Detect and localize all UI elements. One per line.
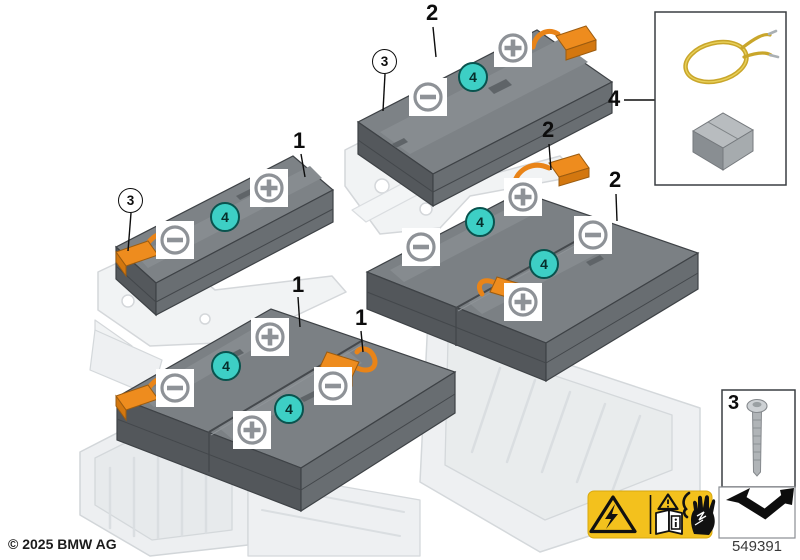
direction-arrow-icon: [726, 488, 794, 520]
module-marker-label: 4: [476, 214, 484, 230]
callout-1-pair-bottom-b: 1: [355, 305, 368, 330]
callout-4-kit-box: 4: [608, 86, 621, 111]
high-voltage-triangle-icon: [589, 495, 637, 534]
callout-3-screw-box: 3: [728, 392, 740, 414]
callout-2-top: 2: [426, 0, 439, 25]
module-marker-4: 4: [458, 62, 488, 92]
minus-terminal-icon: [156, 221, 194, 259]
screw-box: [721, 389, 796, 488]
callout-2-pair-right-a: 2: [542, 117, 555, 142]
read-manual-icon: [655, 493, 683, 535]
direction-arrow-box: [718, 486, 796, 539]
screw-icon: [746, 398, 768, 477]
module-marker-label: 4: [285, 401, 293, 417]
minus-terminal-icon: [402, 228, 440, 266]
callout-1-pair-bottom-a: 1: [292, 272, 305, 297]
plus-terminal-icon: [504, 178, 542, 216]
minus-terminal-icon: [574, 216, 612, 254]
copyright-text: © 2025 BMW AG: [8, 536, 117, 552]
module-marker-label: 4: [221, 209, 229, 225]
minus-terminal-icon: [156, 369, 194, 407]
module-marker-label: 4: [222, 358, 230, 374]
orange-connector: [530, 25, 597, 61]
module-marker-4: 4: [529, 249, 559, 279]
plus-terminal-icon: [504, 283, 542, 321]
callout-1-mid: 1: [293, 128, 306, 153]
part-number: 549391: [731, 538, 783, 555]
circled-3-callout-mid: 3: [118, 188, 143, 213]
wire-coil: [683, 39, 749, 85]
plus-terminal-icon: [494, 29, 532, 67]
battery-module-top: [356, 25, 614, 208]
module-marker-4: 4: [211, 351, 241, 381]
warning-sticker: [587, 490, 716, 539]
minus-terminal-icon: [314, 367, 352, 405]
module-marker-label: 4: [469, 69, 477, 85]
plus-terminal-icon: [233, 411, 271, 449]
foam-pad: [692, 112, 754, 171]
module-marker-label: 4: [540, 256, 548, 272]
battery-module-pair-right: [365, 153, 700, 383]
plus-terminal-icon: [251, 318, 289, 356]
kit-box: [654, 11, 787, 186]
circled-3-callout-top: 3: [372, 49, 397, 74]
module-marker-4: 4: [274, 394, 304, 424]
minus-terminal-icon: [409, 78, 447, 116]
callout-2-pair-right-b: 2: [609, 167, 622, 192]
module-marker-4: 4: [210, 202, 240, 232]
leader-lines: [127, 26, 655, 353]
circled-3-label: 3: [126, 193, 135, 208]
shock-hand-icon: [682, 491, 716, 535]
battery-module-pair-bottom: [115, 308, 457, 513]
module-marker-4: 4: [465, 207, 495, 237]
plus-terminal-icon: [250, 169, 288, 207]
circled-3-label: 3: [380, 54, 389, 69]
